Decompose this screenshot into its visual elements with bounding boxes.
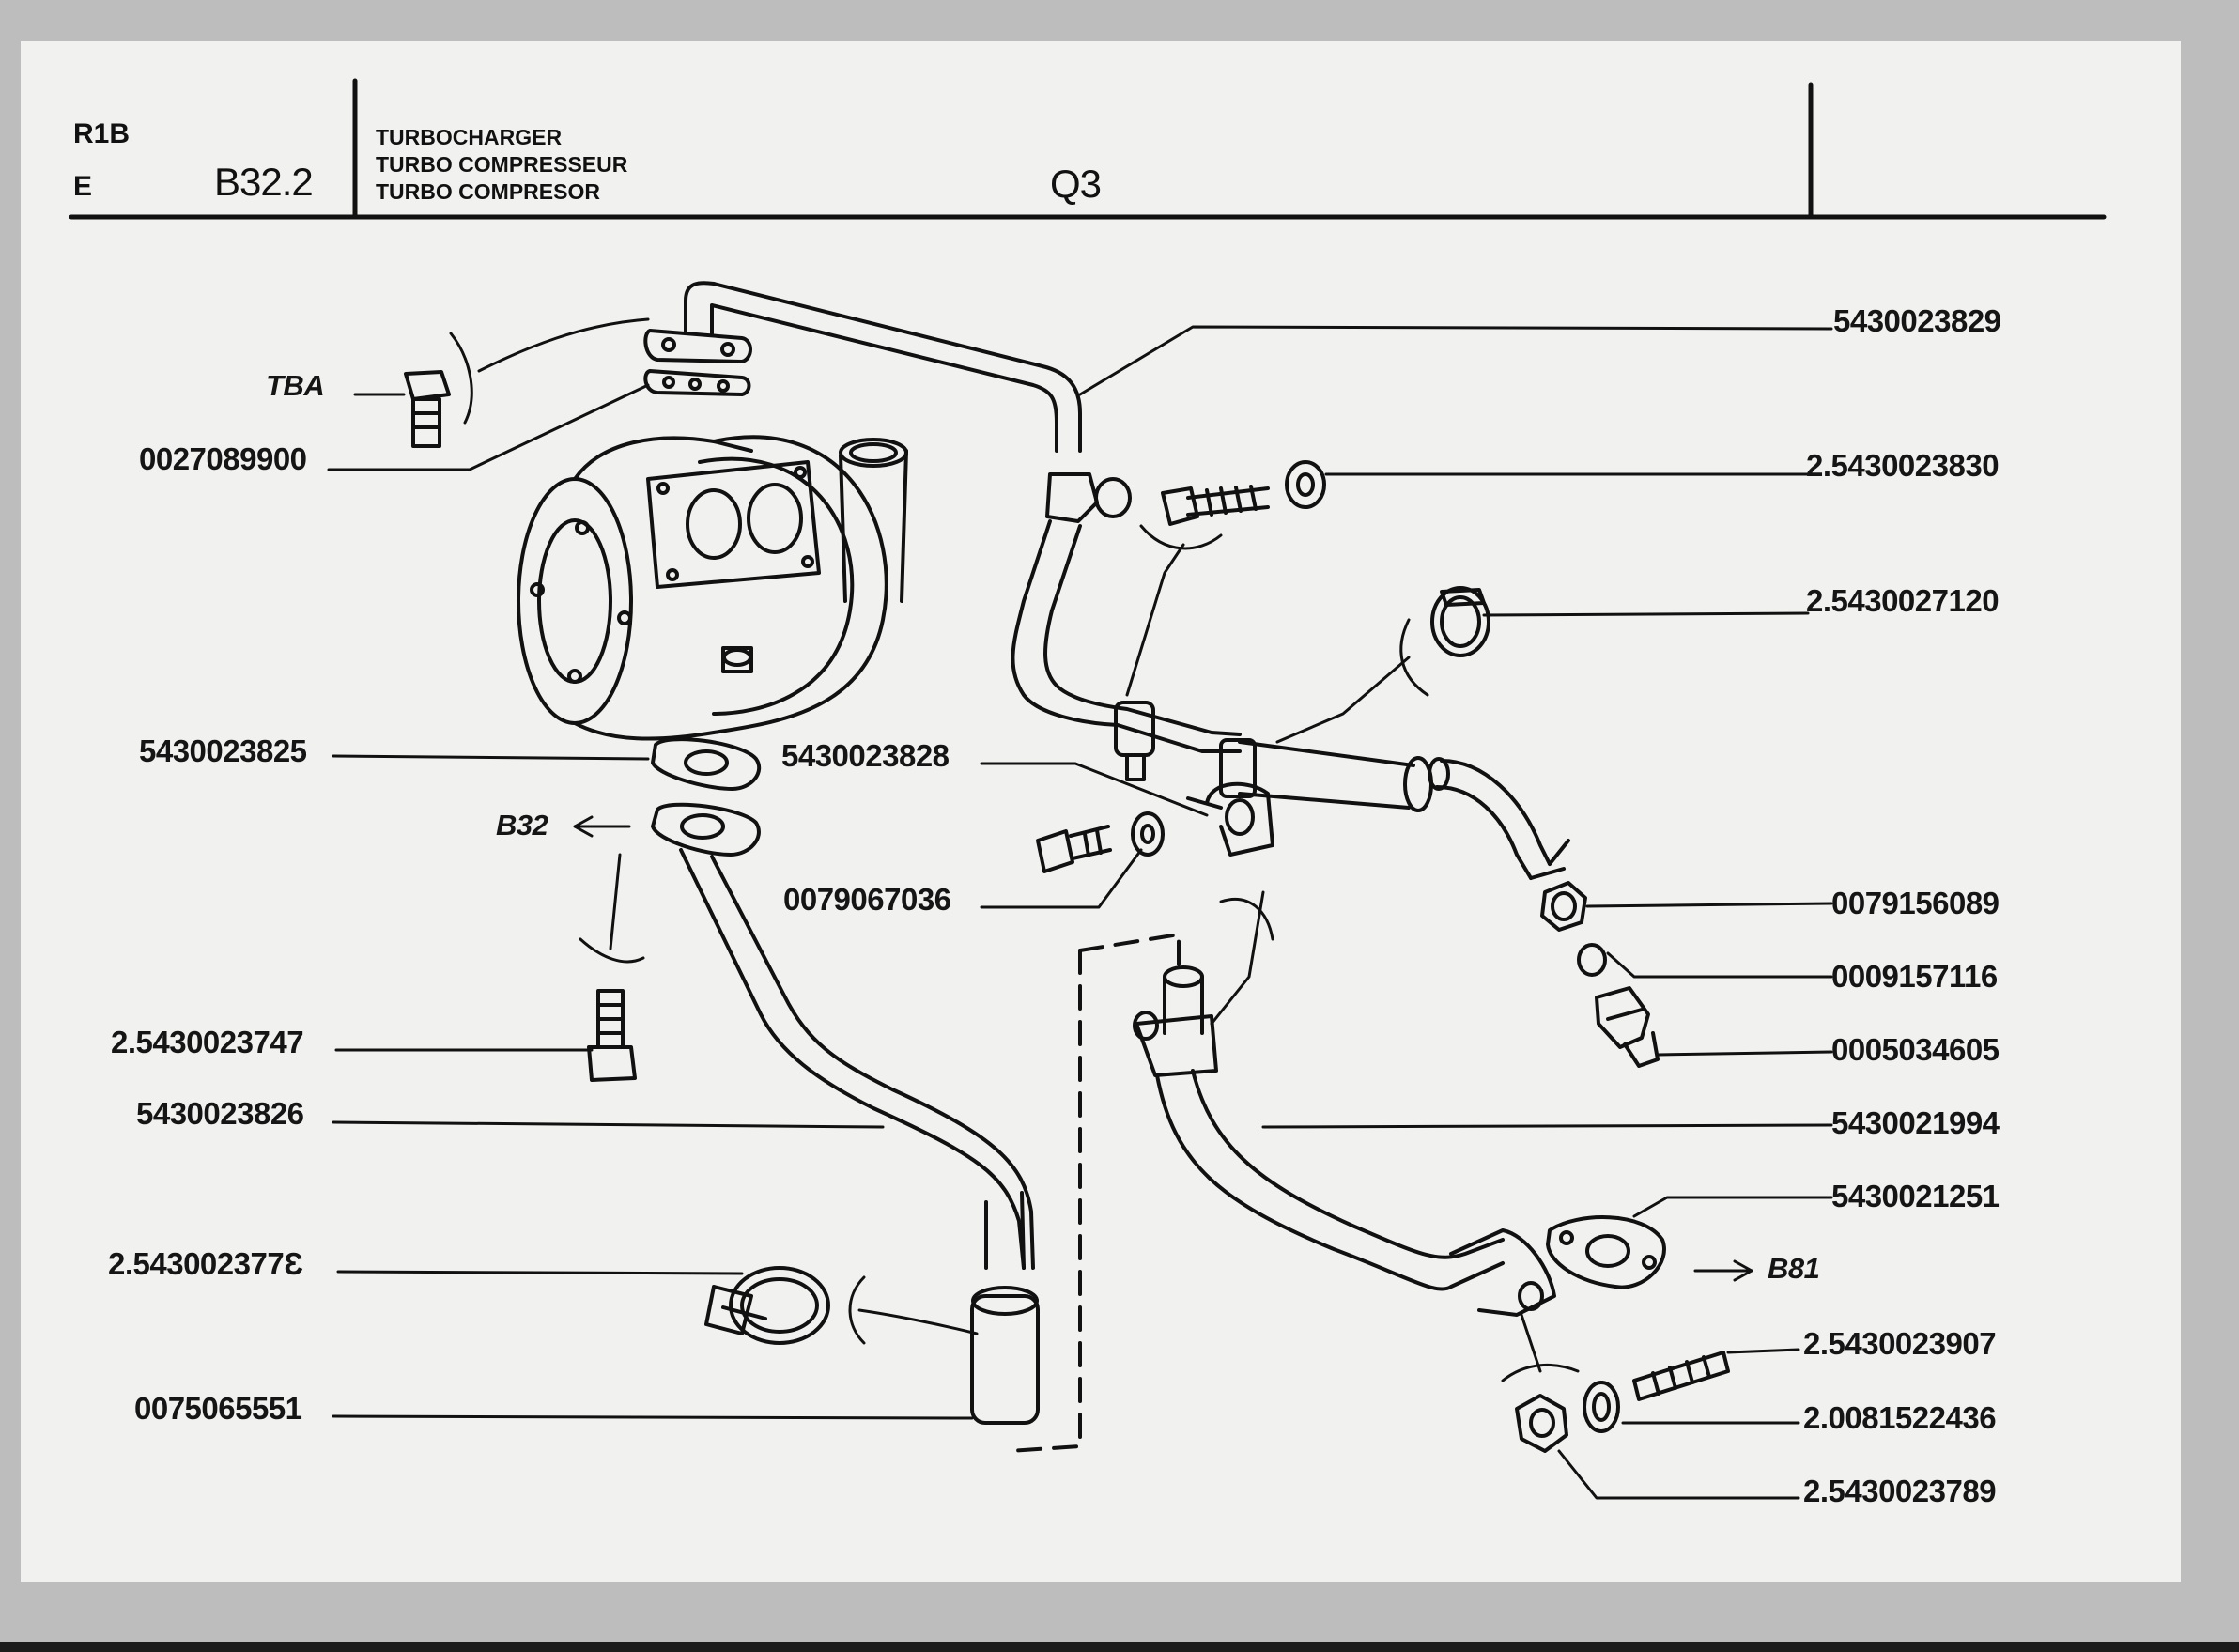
ref-b81: B81 bbox=[1768, 1252, 1820, 1285]
oil-drain-pipe bbox=[651, 802, 1035, 1270]
part-number-right: 5430021994 bbox=[1831, 1105, 2000, 1140]
drain-gasket bbox=[651, 737, 762, 791]
gasket-0027089900 bbox=[643, 369, 751, 396]
part-number-right: 2.0081522436 bbox=[1803, 1400, 1997, 1435]
part-number-left: 2.5430023747 bbox=[111, 1025, 304, 1059]
lock-washer bbox=[1583, 1381, 1620, 1433]
section-number: B32.2 bbox=[214, 160, 314, 204]
model-designation: Q3 bbox=[1050, 162, 1102, 206]
sealing-washer-top bbox=[1285, 460, 1326, 509]
model-code-top: R1B bbox=[73, 118, 131, 149]
part-number-right: 5430021251 bbox=[1831, 1179, 2000, 1213]
part-number-left: 2.543002377Ɛ bbox=[108, 1246, 303, 1281]
oil-feed-pipe bbox=[684, 281, 1433, 812]
part-number-left: 0075065551 bbox=[134, 1391, 302, 1426]
part-number-right: 0009157116 bbox=[1831, 959, 1998, 994]
title-spanish: TURBO COMPRESOR bbox=[376, 179, 600, 204]
part-number-center: 0079067036 bbox=[783, 882, 951, 917]
part-number-left: 0027089900 bbox=[139, 441, 307, 476]
oil-feed-flange bbox=[643, 329, 752, 363]
turbocharger bbox=[517, 435, 908, 741]
flange-bolt-top bbox=[404, 370, 451, 448]
leader-lines bbox=[327, 317, 1833, 1500]
header-rules bbox=[69, 78, 2107, 220]
title-french: TURBO COMPRESSEUR bbox=[376, 152, 628, 177]
mounting-bolt-center bbox=[1036, 825, 1112, 873]
return-gasket bbox=[1546, 1215, 1666, 1289]
washer-center bbox=[1131, 811, 1165, 857]
part-number-right: 2.5430023907 bbox=[1803, 1326, 1997, 1361]
title-english: TURBOCHARGER bbox=[376, 125, 563, 149]
part-number-right: 2.5430023789 bbox=[1803, 1474, 1997, 1508]
drawing-sheet bbox=[21, 41, 2181, 1582]
part-number-left: 5430023825 bbox=[139, 733, 307, 768]
hose-clamp-bottom bbox=[704, 1266, 830, 1345]
return-pipe bbox=[1133, 965, 1556, 1317]
adapter-fitting bbox=[1595, 986, 1660, 1068]
flange-bolt-bottom bbox=[587, 989, 637, 1082]
drain-hose bbox=[970, 1286, 1040, 1425]
language-code: E bbox=[73, 171, 93, 202]
hose-clamp-top bbox=[1430, 586, 1490, 657]
part-number-right: 0079156089 bbox=[1831, 886, 2000, 920]
union-nut bbox=[1540, 881, 1587, 932]
stud bbox=[1632, 1351, 1730, 1401]
part-number-center: 5430023828 bbox=[781, 738, 950, 773]
banjo-bolt bbox=[1161, 485, 1270, 526]
oil-return-hose bbox=[1428, 757, 1570, 880]
ref-b32: B32 bbox=[496, 809, 548, 841]
olive bbox=[1577, 943, 1607, 977]
hex-nut-bottom bbox=[1515, 1394, 1568, 1453]
scan-edge bbox=[0, 1642, 2239, 1652]
dashed-connector bbox=[1008, 933, 1181, 1453]
part-number-right: 0005034605 bbox=[1831, 1032, 2000, 1067]
part-number-left: 5430023826 bbox=[136, 1096, 304, 1131]
ref-tba: TBA bbox=[266, 369, 325, 402]
support-clip bbox=[1186, 781, 1274, 857]
part-number-right: 5430023829 bbox=[1833, 303, 2001, 338]
part-number-right: 2.5430023830 bbox=[1806, 448, 2000, 483]
part-number-right: 2.5430027120 bbox=[1806, 583, 2000, 618]
